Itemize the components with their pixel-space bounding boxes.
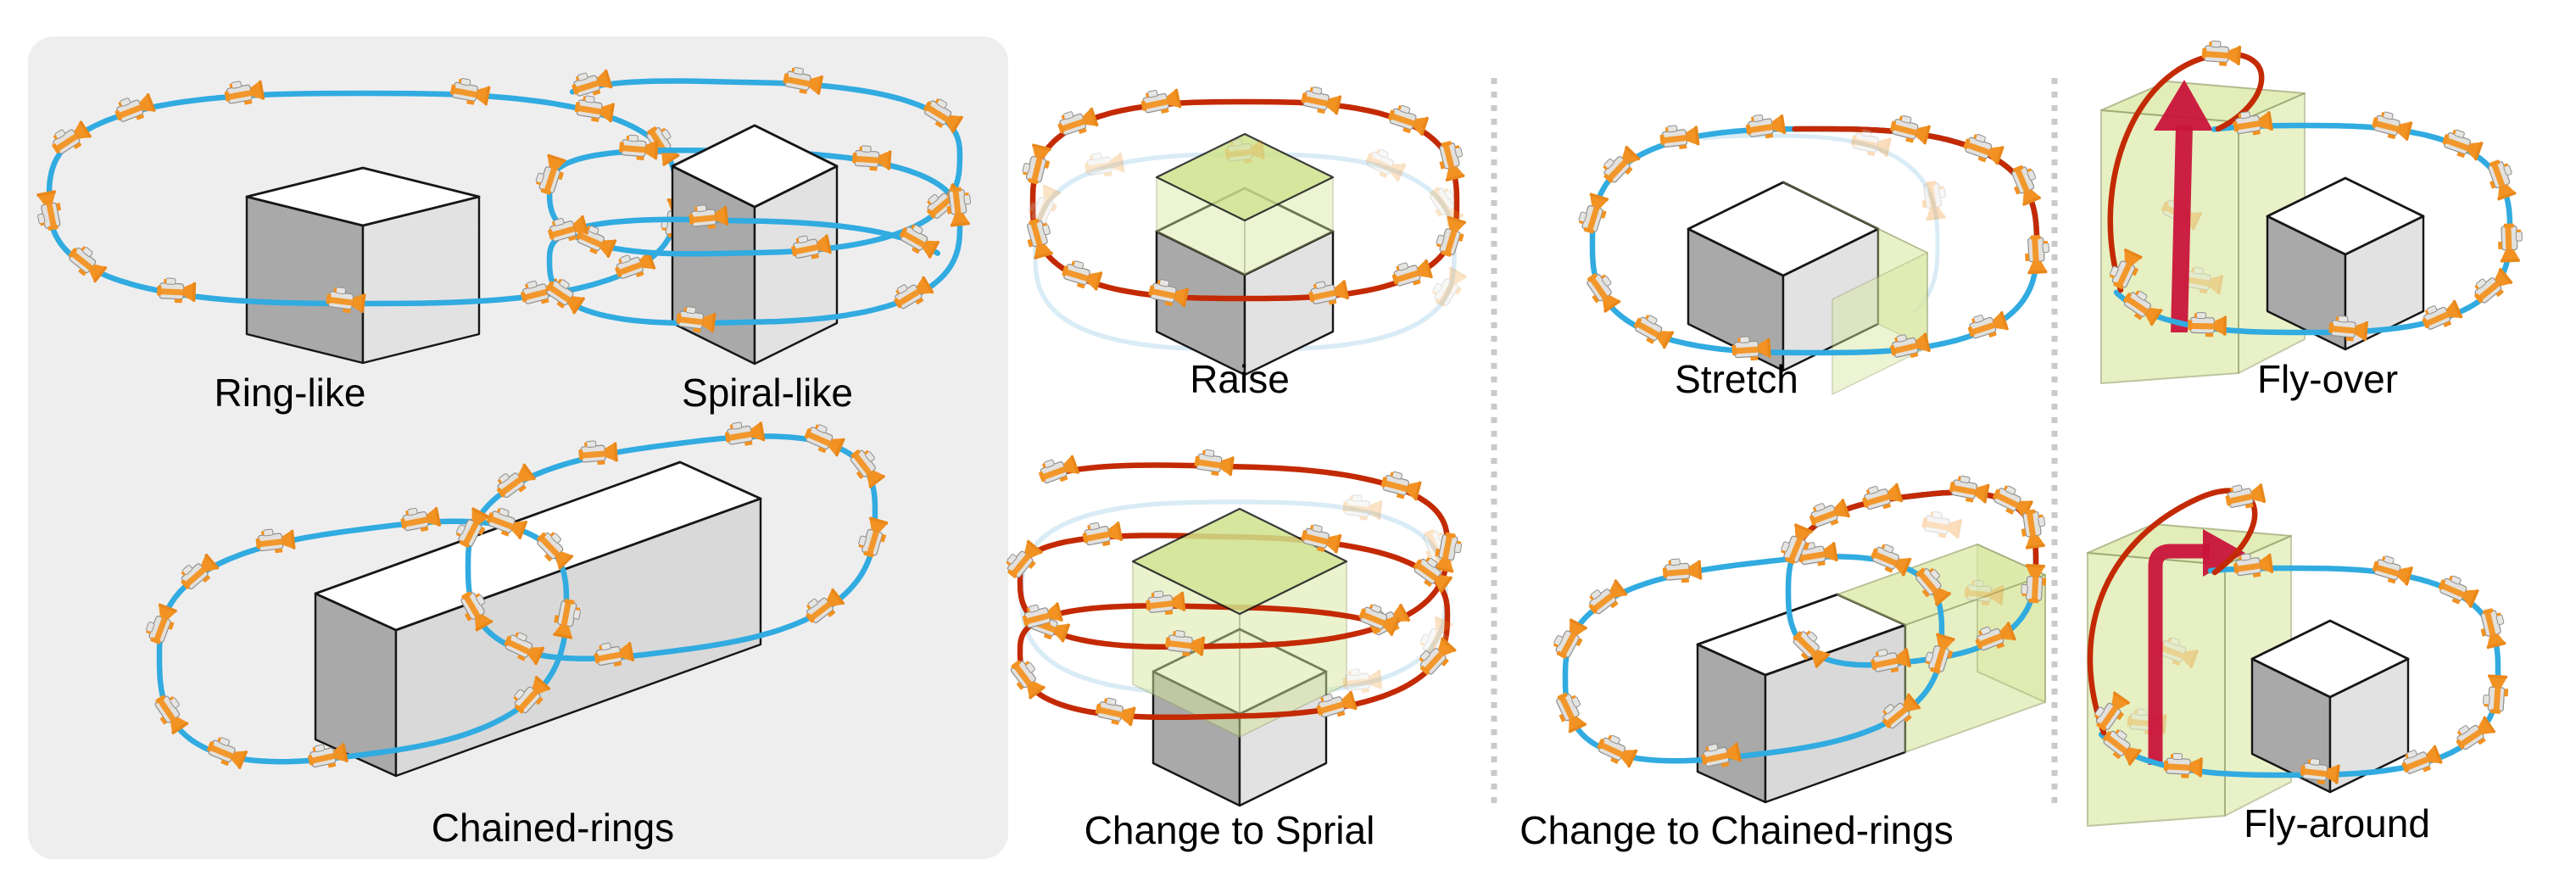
panel-label-fly-around: Fly-around bbox=[2244, 801, 2430, 845]
panel-label-ring-like: Ring-like bbox=[214, 371, 366, 415]
panel-label-raise: Raise bbox=[1190, 357, 1290, 401]
panel-label-fly-over: Fly-over bbox=[2256, 357, 2399, 401]
panel-label-chained-rings: Chained-rings bbox=[431, 806, 675, 850]
panel-label-change-to-chained-rings: Change to Chained-rings bbox=[1519, 808, 1954, 852]
panel-label-change-to-sprial: Change to Sprial bbox=[1084, 808, 1375, 852]
panel-label-stretch: Stretch bbox=[1675, 357, 1798, 401]
panel-label-spiral-like: Spiral-like bbox=[682, 371, 853, 415]
